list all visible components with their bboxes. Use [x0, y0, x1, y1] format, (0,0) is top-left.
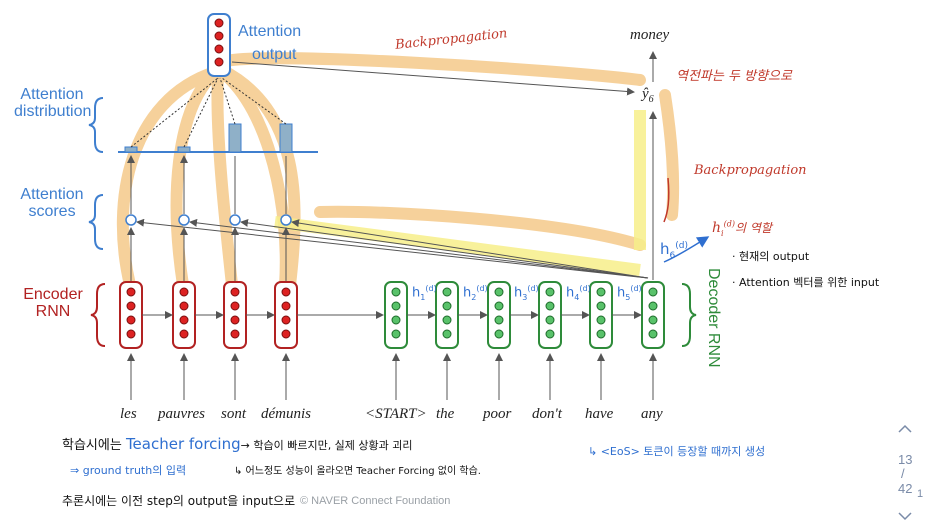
encoder-cell-1 [119, 281, 143, 349]
distribution-bar-pauvres [177, 146, 191, 153]
page-marker: 1 [917, 488, 924, 500]
decoder-cells [384, 281, 665, 349]
decoder-cell-poor [487, 281, 511, 349]
page-up-icon[interactable] [898, 424, 912, 433]
copyright-footer: © NAVER Connect Foundation [300, 495, 451, 507]
teacher-forcing-sub-note: ↳ 어느정도 성능이 올라오면 Teacher Forcing 없이 학습. [234, 466, 481, 477]
encoder-cell-4 [274, 281, 298, 349]
attention-scores-label: Attention scores [20, 186, 84, 220]
decoder-cell-dont [538, 281, 562, 349]
inference-note: 추론시에는 이전 step의 output을 input으로 [62, 494, 296, 508]
backprop-right-arrow [663, 177, 670, 223]
decoder-hidden-label-6: h6(d) [660, 240, 688, 261]
bullet-current-output: · 현재의 output [732, 250, 810, 263]
training-note: 학습시에는 Teacher forcing→ 학습이 빠르지만, 실제 상황과 … [62, 435, 413, 453]
page-total: 42 [898, 481, 913, 496]
encoder-cell-3 [223, 281, 247, 349]
encoder-brace [90, 283, 106, 347]
decoder-word: the [436, 406, 455, 422]
decoder-word: have [585, 406, 614, 422]
encoder-cells [119, 281, 298, 349]
distribution-bar-demunis [279, 123, 293, 153]
attention-distribution-label: Attention distribution [14, 86, 92, 120]
decoder-hidden-label-4: h4(d) [566, 284, 591, 302]
decoder-rnn-label: Decoder RNN [705, 268, 722, 368]
attention-score-dots [125, 214, 292, 226]
decoder-cell-the [435, 281, 459, 349]
bullet-attention-input: · Attention 벡터를 위한 input [732, 276, 880, 289]
y-hat-label: ŷ6 [642, 86, 654, 105]
decoder-cell-start [384, 281, 408, 349]
attention-braces [88, 97, 104, 250]
decoder-word: don't [532, 406, 562, 422]
decoder-hidden-label-1: h1(d) [412, 284, 437, 302]
encoder-word: démunis [261, 406, 311, 422]
ground-truth-note: ⇒ ground truth의 입력 [70, 464, 187, 477]
decoder-brace [681, 283, 697, 347]
attention-output-label-1: Attention [238, 23, 302, 40]
decoder-hidden-label-5: h5(d) [617, 284, 642, 302]
page-current: 13 [898, 452, 913, 467]
decoder-word: any [641, 406, 663, 422]
decoder-word: poor [483, 406, 512, 422]
two-directions-note: 역전파는 두 방향으로 [676, 69, 792, 84]
attention-output-label-2: output [252, 46, 297, 63]
eos-note: ↳ <EoS> 토큰이 등장할 때까지 생성 [588, 445, 766, 458]
encoder-word: les [120, 406, 137, 422]
decoder-hidden-label-3: h3(d) [514, 284, 539, 302]
decoder-input-arrows [392, 51, 657, 400]
decoder-to-scores-lines [136, 218, 649, 279]
attention-weight-lines [130, 77, 287, 148]
output-word: money [630, 27, 670, 43]
page-separator: / [901, 466, 905, 481]
encoder-cell-2 [172, 281, 196, 349]
page-down-icon[interactable] [898, 512, 912, 521]
h6-note-arrow [663, 236, 710, 263]
encoder-word: sont [221, 406, 247, 422]
distribution-bar-sont [228, 123, 242, 153]
encoder-rnn-label: Encoder RNN [23, 286, 83, 320]
distribution-bar-les [124, 146, 138, 153]
decoder-cell-any [641, 281, 665, 349]
hi-role-note: hi(d)의 역할 [712, 219, 772, 238]
encoder-vertical-arrows [127, 155, 290, 400]
decoder-cell-have [589, 281, 613, 349]
decoder-hidden-label-2: h2(d) [463, 284, 488, 302]
encoder-word: pauvres [158, 406, 205, 422]
yellow-highlight [274, 110, 646, 276]
output-to-yhat-arrow [231, 61, 635, 96]
decoder-word: <START> [365, 406, 427, 422]
attention-output-cells [214, 18, 224, 67]
backprop-right-note: Backpropagation [694, 163, 807, 178]
training-tradeoff: → 학습이 빠르지만, 실제 상황과 괴리 [240, 439, 413, 452]
backprop-highlight [116, 52, 680, 291]
